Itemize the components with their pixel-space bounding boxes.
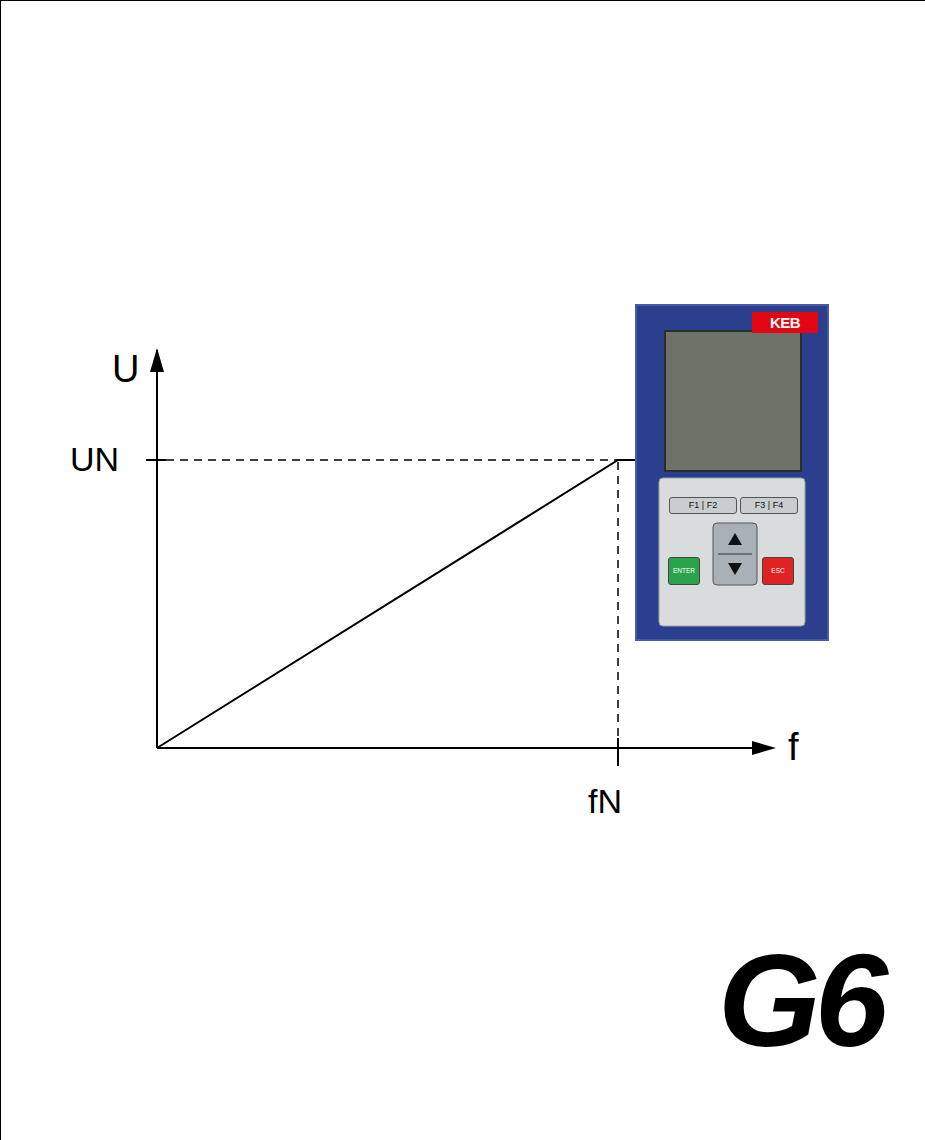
axis-value: fN	[588, 784, 622, 818]
up-arrow	[728, 533, 742, 545]
axis-label: U	[112, 350, 139, 388]
axis-arrowhead	[150, 348, 164, 372]
uf-characteristic	[157, 460, 640, 748]
axis-label: f	[788, 728, 799, 766]
product-name: G6	[718, 935, 882, 1067]
voltage-axis	[156, 350, 158, 748]
key-label: ESC	[771, 568, 784, 575]
down-arrow	[728, 563, 742, 575]
axis-tick	[617, 738, 619, 766]
keypad: KEB F1 | F2 F3 | F4 ENTER ESC	[636, 305, 828, 640]
axis-tick	[146, 459, 166, 461]
brand-logo: KEB	[752, 312, 818, 333]
key-label: ENTER	[673, 568, 695, 575]
enter-key: ENTER	[668, 557, 700, 585]
key-label: F1 | F2	[689, 501, 717, 510]
function-key: F3 | F4	[740, 497, 798, 514]
key-label: F3 | F4	[755, 501, 783, 510]
page-frame	[0, 0, 925, 1]
guide-line	[617, 462, 619, 738]
rocker-divider	[718, 554, 752, 555]
frequency-axis	[157, 747, 755, 749]
function-key: F1 | F2	[669, 497, 737, 514]
arrow-rocker	[713, 523, 757, 585]
button-panel	[659, 478, 805, 626]
keypad-housing	[636, 305, 828, 640]
page-frame	[0, 0, 1, 1140]
guide-line	[166, 459, 618, 461]
keypad-display	[665, 331, 801, 471]
escape-key: ESC	[762, 557, 794, 585]
axis-value: UN	[70, 442, 119, 476]
axis-arrowhead	[752, 741, 776, 755]
